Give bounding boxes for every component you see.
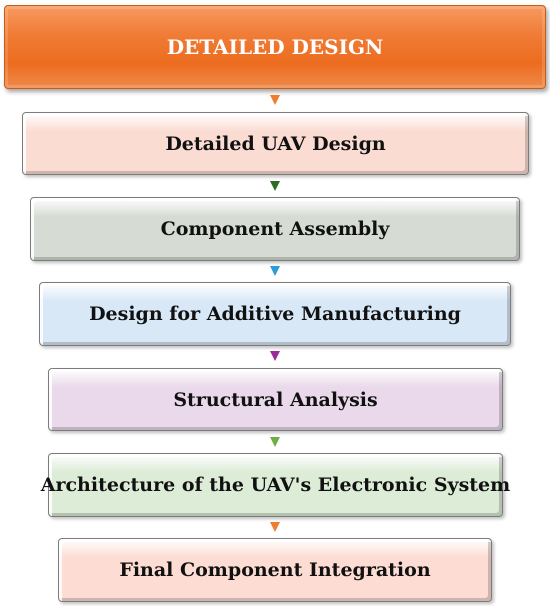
step-label: Architecture of the UAV's Electronic Sys…: [40, 474, 511, 496]
step-label: Detailed UAV Design: [165, 132, 386, 155]
arrow-4: [270, 351, 280, 361]
step-electronic-system-architecture: Architecture of the UAV's Electronic Sys…: [41, 453, 510, 517]
arrow-5: [270, 437, 280, 447]
arrow-6: [270, 522, 280, 532]
arrow-1: [270, 95, 280, 105]
step-component-assembly: Component Assembly: [30, 197, 520, 261]
header-label: DETAILED DESIGN: [166, 35, 384, 59]
step-label: Structural Analysis: [173, 388, 378, 411]
arrow-3: [270, 266, 280, 276]
step-structural-analysis: Structural Analysis: [48, 368, 503, 431]
step-label: Component Assembly: [160, 218, 390, 240]
arrow-2: [270, 181, 280, 191]
step-label: Final Component Integration: [119, 559, 431, 581]
step-final-component-integration: Final Component Integration: [58, 538, 492, 602]
step-detailed-uav-design: Detailed UAV Design: [22, 112, 529, 175]
step-label: Design for Additive Manufacturing: [89, 303, 461, 325]
step-design-additive-manufacturing: Design for Additive Manufacturing: [39, 282, 511, 346]
header-box: DETAILED DESIGN: [4, 5, 546, 89]
